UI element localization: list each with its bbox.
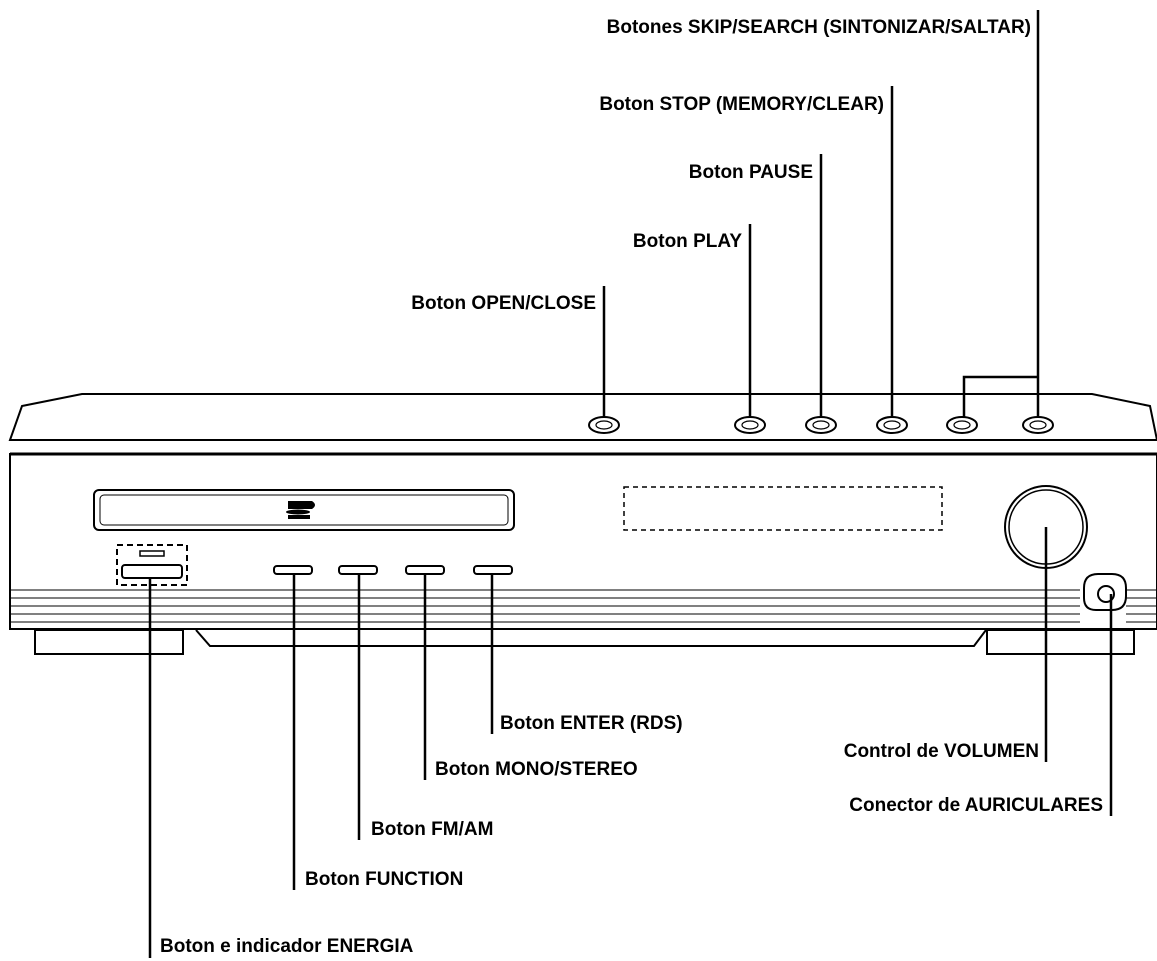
label-pause: Boton PAUSE	[689, 162, 813, 183]
label-headphones: Conector de AURICULARES	[849, 795, 1103, 816]
power-button-box	[116, 544, 188, 586]
device-front-face	[9, 453, 1157, 630]
label-mono-stereo: Boton MONO/STEREO	[435, 759, 638, 780]
device-foot-left	[34, 629, 184, 655]
stop-button	[876, 416, 908, 434]
label-enter-rds: Boton ENTER (RDS)	[500, 713, 683, 734]
power-button-group	[116, 544, 188, 586]
enter-rds-button	[473, 565, 513, 575]
disc-tray	[93, 489, 515, 531]
device-center-base	[195, 629, 987, 647]
label-power: Boton e indicador ENERGIA	[160, 936, 414, 957]
leader-lines	[148, 10, 1113, 958]
skip-search-button-2	[1022, 416, 1054, 434]
label-volume: Control de VOLUMEN	[844, 741, 1039, 762]
play-button	[734, 416, 766, 434]
open-close-button	[588, 416, 620, 434]
headphone-jack	[1083, 573, 1127, 611]
power-indicator	[139, 550, 165, 557]
label-fm-am: Boton FM/AM	[371, 819, 493, 840]
fm-am-button	[338, 565, 378, 575]
label-stop: Boton STOP (MEMORY/CLEAR)	[599, 94, 884, 115]
device-foot-right	[986, 629, 1135, 655]
display-window	[623, 486, 943, 531]
top-buttons	[588, 416, 1054, 434]
leader-skip-search-bracket	[962, 375, 1038, 417]
device-body	[8, 393, 1157, 655]
device-top-face	[8, 393, 1157, 441]
label-open-close: Boton OPEN/CLOSE	[411, 293, 596, 314]
pause-button	[805, 416, 837, 434]
skip-search-button-1	[946, 416, 978, 434]
label-skip-search: Botones SKIP/SEARCH (SINTONIZAR/SALTAR)	[607, 17, 1031, 38]
label-function: Boton FUNCTION	[305, 869, 463, 890]
labels: Botones SKIP/SEARCH (SINTONIZAR/SALTAR) …	[160, 17, 1103, 957]
function-button	[273, 565, 313, 575]
label-play: Boton PLAY	[633, 231, 742, 252]
front-buttons	[273, 565, 513, 575]
dvd-video-logo	[286, 501, 315, 519]
power-button	[121, 564, 183, 579]
mono-stereo-button	[405, 565, 445, 575]
